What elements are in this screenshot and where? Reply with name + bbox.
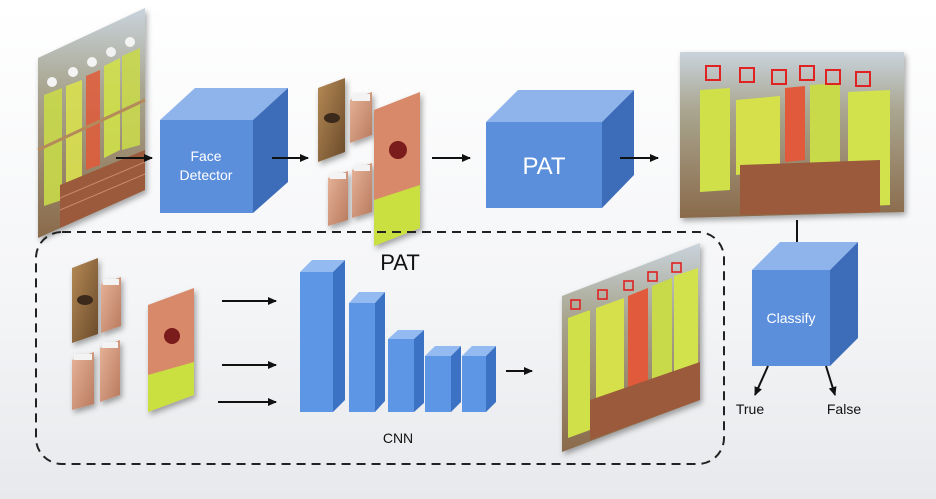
face-detector-label-line1: Face	[190, 148, 221, 164]
face-detector-block: Face Detector	[160, 88, 288, 213]
output-false-label: False	[827, 401, 861, 417]
classify-label: Classify	[766, 310, 815, 326]
arrow-to-false	[825, 365, 837, 396]
cnn-layer-1	[300, 260, 345, 412]
pat-output-photo	[562, 243, 700, 452]
cnn-layer-4	[425, 346, 461, 412]
output-true-label: True	[736, 401, 764, 417]
cnn-layer-3	[388, 330, 424, 412]
input-photo	[37, 8, 146, 238]
cnn-layer-2	[349, 292, 385, 412]
face-detector-label-line2: Detector	[180, 167, 233, 183]
arrow-to-true	[754, 365, 769, 396]
pat-block-label: PAT	[522, 153, 565, 180]
cnn-stack	[300, 260, 496, 412]
cnn-layer-5	[462, 346, 496, 412]
face-crops-top	[318, 78, 420, 246]
pat-detail-title: PAT	[380, 250, 420, 275]
pat-block: PAT	[486, 90, 634, 208]
annotated-photo	[680, 52, 904, 218]
classify-block: Classify	[752, 242, 858, 366]
pat-input-face-crops	[72, 258, 194, 412]
cnn-label: CNN	[383, 430, 413, 446]
pat-detail-dashed-box	[35, 231, 725, 465]
